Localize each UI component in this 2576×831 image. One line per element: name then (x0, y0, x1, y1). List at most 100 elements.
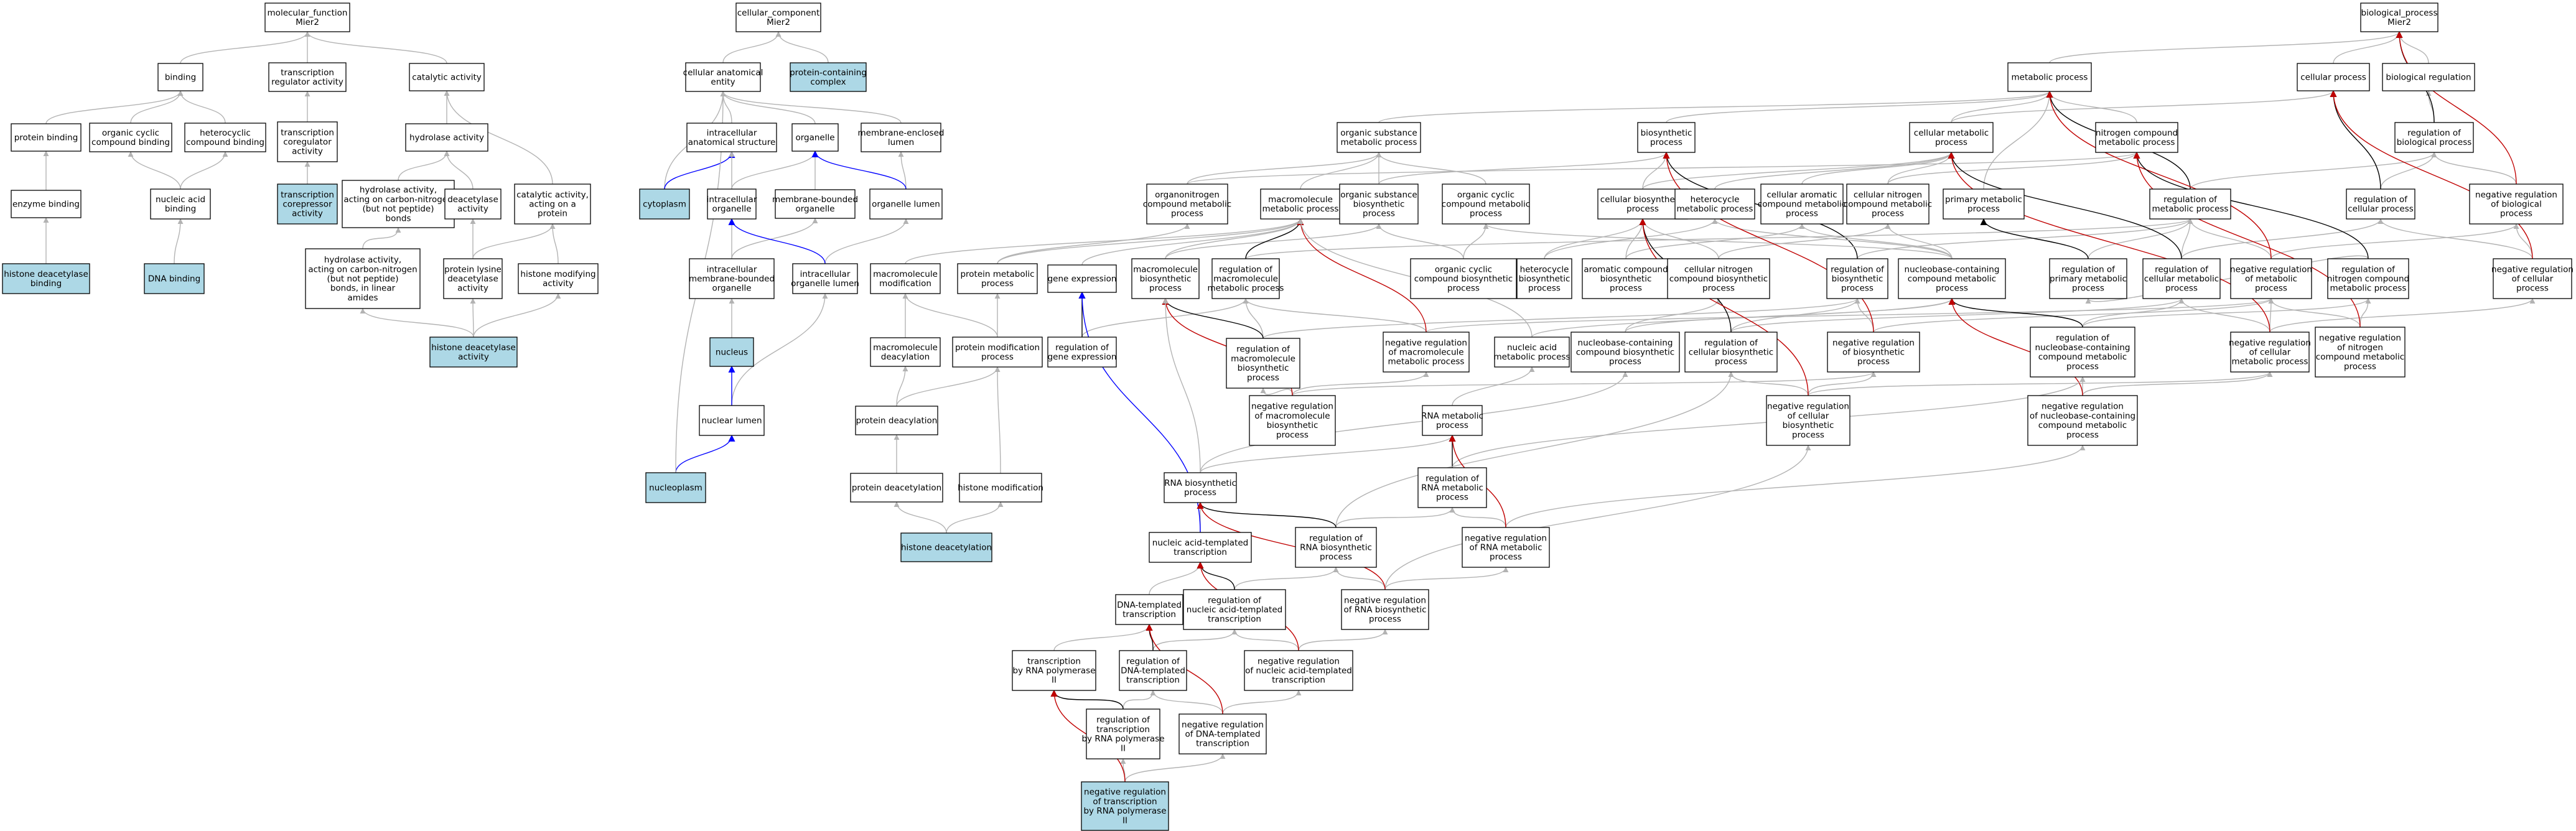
term-label-line: organic cyclic (102, 128, 159, 138)
term-label-line: protein deacetylation (852, 483, 941, 493)
term-label-line: process (2072, 284, 2104, 294)
edge-is-a (1053, 624, 1152, 651)
term-label-line: hydrolase activity (409, 133, 484, 143)
edge-is-a (1640, 218, 1719, 259)
term-label-line: regulation of (1831, 264, 1885, 274)
term-label-line: activity (292, 209, 323, 219)
term-label-line: compound metabolic (2316, 352, 2404, 362)
term-box (429, 337, 518, 368)
edge-part-of (664, 151, 735, 190)
term-label-line: macromolecule (1231, 354, 1295, 364)
edge-is-a (1333, 567, 1386, 590)
term-label-line: organonitrogen (1155, 190, 1220, 200)
edge-regulates (1050, 689, 1124, 710)
edge-is-a (1887, 152, 2140, 185)
term-node-hm: histone modification (958, 473, 1043, 503)
term-box (405, 123, 488, 152)
term-label-line: lumen (888, 137, 914, 147)
term-label-line: transcription (1272, 675, 1325, 685)
term-label-line: negative regulation (2229, 338, 2311, 348)
term-label-line: RNA biosynthetic (1300, 543, 1372, 553)
term-node-binding: binding (157, 63, 203, 91)
term-label-line: negative regulation (2491, 264, 2574, 274)
term-box (707, 188, 757, 220)
edge-is-a (45, 90, 184, 124)
edge-is-a (2049, 31, 2402, 63)
edge-is-a (994, 366, 1001, 474)
term-box (443, 258, 503, 299)
term-box (1047, 264, 1117, 293)
term-label-line: process (1857, 357, 1890, 367)
term-label-line: negative regulation (2319, 333, 2401, 343)
term-label-line: process (1872, 209, 1904, 219)
edge-is-a (2425, 90, 2435, 123)
edge-is-a (473, 293, 561, 338)
term-label-line: RNA biosynthetic (1164, 478, 1236, 488)
term-label-line: coregulator (283, 137, 332, 147)
term-box (342, 180, 455, 228)
term-node-dnab: DNA binding (144, 263, 205, 294)
term-box (870, 263, 941, 294)
term-label-line: organelle (795, 133, 834, 143)
term-label-line: protein modification (955, 343, 1040, 353)
term-label-line: metabolic process (1262, 204, 1339, 214)
term-label-line: regulation of (2341, 264, 2396, 274)
term-label-line: compound metabolic (2038, 420, 2127, 430)
term-box (2049, 258, 2127, 299)
edge-is-a (1292, 371, 1877, 396)
term-box (11, 123, 82, 152)
term-label-line: heterocyclic (200, 128, 251, 138)
term-box (1337, 122, 1421, 153)
term-label-line: cellular anatomical (683, 68, 763, 78)
edge-is-a (1124, 753, 1226, 782)
term-node-pdeac: protein deacylation (855, 406, 938, 435)
term-box (639, 188, 690, 220)
edge-is-a (1150, 690, 1223, 715)
term-box (1081, 781, 1169, 831)
term-box (645, 472, 706, 503)
edge-regulates (1948, 297, 2083, 328)
term-box (1226, 338, 1300, 389)
edge-is-a (1335, 371, 1734, 528)
edge-is-a (946, 501, 1004, 534)
edge-is-a (1505, 445, 2086, 528)
term-box (2149, 188, 2231, 220)
term-box (952, 337, 1043, 368)
term-box (11, 190, 82, 218)
edge-regulates (2330, 90, 2381, 190)
term-label-line: biosynthetic (1832, 274, 1883, 284)
edge-is-a (304, 31, 447, 64)
term-label-line: process (2066, 430, 2099, 440)
term-label-line: process (2066, 361, 2099, 371)
term-box (1637, 122, 1696, 153)
term-label-line: process (1276, 430, 1309, 440)
term-label-line: regulation of (2056, 333, 2110, 343)
term-box (957, 263, 1038, 294)
term-label-line: nitrogen compound (2327, 274, 2409, 284)
edge-is-a (2396, 31, 2429, 64)
term-label-line: biosynthetic (1783, 420, 1834, 430)
term-box (1131, 258, 1200, 299)
term-label-line: catalytic activity (412, 73, 482, 83)
term-box (1410, 258, 1517, 299)
term-box (2315, 327, 2406, 378)
edge-is-a (177, 90, 226, 124)
term-box (1244, 650, 1353, 691)
edge-is-a (1951, 91, 2053, 123)
term-box (157, 63, 203, 91)
term-label-line: nucleobase-containing (1578, 338, 1673, 348)
term-box (2382, 63, 2475, 91)
term-label-line: biosynthetic (1353, 200, 1405, 210)
